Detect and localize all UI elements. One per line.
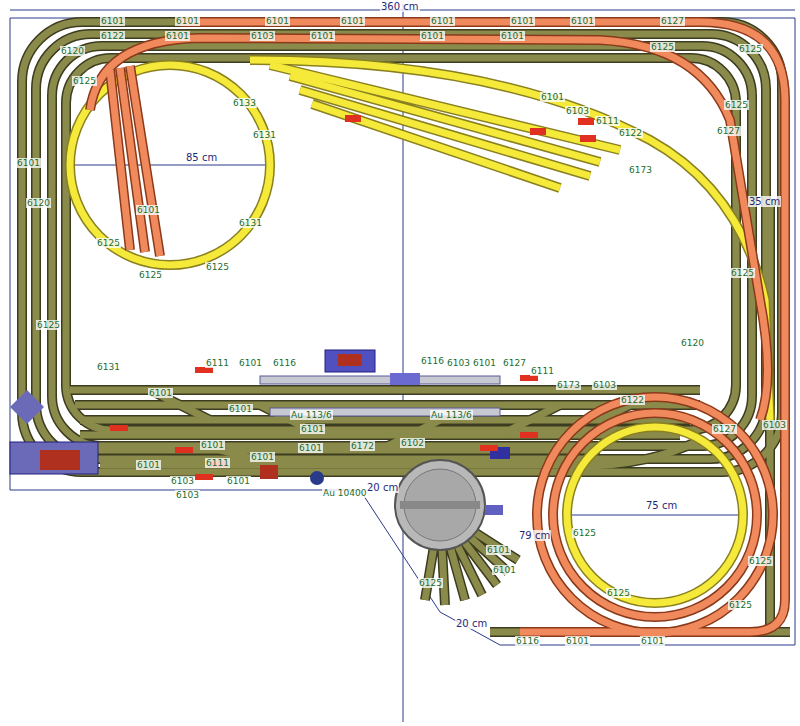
track-label: Au 10400 [322,488,367,498]
track-label: 6101 [136,460,161,470]
track-label: 6101 [226,476,251,486]
track-label: Au 113/6 [430,410,473,420]
track-label: 6131 [96,362,121,372]
track-label: 6125 [138,270,163,280]
track-label: 6103 [592,380,617,390]
track-label: 6101 [200,440,225,450]
track-label: 6120 [60,46,85,56]
track-label: 6125 [724,100,749,110]
track-label: 6172 [350,441,375,451]
track-label: 6101 [420,31,445,41]
dimension-label: 360 cm [380,1,420,12]
track-label: 6116 [272,358,297,368]
track-label: 6101 [540,92,565,102]
track-label: 6125 [748,556,773,566]
track-label: 6111 [530,366,555,376]
track-label: 6125 [730,268,755,278]
track-label: 6127 [660,16,685,26]
track-label: 6101 [492,565,517,575]
track-label: 6101 [100,16,125,26]
track-label: 6125 [96,238,121,248]
track-label: 6173 [556,380,581,390]
track-label: 6103 [762,420,787,430]
track-label: 6131 [252,130,277,140]
track-label: 6122 [618,128,643,138]
track-label: 6101 [298,443,323,453]
track-label: 6101 [310,31,335,41]
track-label: 6127 [716,126,741,136]
track-label: 6101 [565,636,590,646]
track-label: 6173 [628,165,653,175]
track-label: 6101 [165,31,190,41]
track-label: 6103 [446,358,471,368]
track-label: 6101 [486,545,511,555]
track-label: 6111 [205,358,230,368]
dimension-label: 35 cm [748,196,781,207]
track-label: 6101 [175,16,200,26]
track-label: 6103 [565,106,590,116]
track-label: Au 113/6 [290,410,333,420]
track-label: 6125 [572,528,597,538]
track-label: 6101 [340,16,365,26]
track-label: 6125 [606,588,631,598]
dimension-label: 79 cm [518,530,551,541]
track-label: 6101 [570,16,595,26]
track-label: 6127 [502,358,527,368]
track-label: 6127 [712,424,737,434]
track-label: 6101 [510,16,535,26]
track-label: 6101 [300,424,325,434]
track-label: 6116 [515,636,540,646]
dimension-label: 75 cm [645,500,678,511]
track-label: 6101 [472,358,497,368]
track-label: 6101 [136,205,161,215]
track-label: 6102 [400,438,425,448]
dimension-label: 85 cm [185,152,218,163]
track-label: 6116 [420,356,445,366]
track-label: 6120 [26,198,51,208]
track-label: 6103 [170,476,195,486]
track-label: 6103 [175,490,200,500]
track-label: 6101 [500,31,525,41]
track-label: 6101 [238,358,263,368]
track-label: 6111 [595,116,620,126]
track-label: 6125 [728,600,753,610]
track-label: 6101 [640,636,665,646]
track-label: 6101 [16,158,41,168]
track-label: 6125 [72,76,97,86]
dimension-label: 20 cm [455,618,488,629]
track-label: 6125 [36,320,61,330]
track-label: 6125 [738,44,763,54]
track-label: 6120 [680,338,705,348]
track-label: 6125 [205,262,230,272]
track-label: 6101 [250,452,275,462]
track-label: 6133 [232,98,257,108]
track-label: 6131 [238,218,263,228]
track-label: 6122 [620,395,645,405]
dimension-label: 20 cm [366,482,399,493]
track-label: 6125 [650,42,675,52]
track-label: 6103 [250,31,275,41]
track-label: 6101 [430,16,455,26]
track-label: 6125 [418,578,443,588]
track-label: 6101 [265,16,290,26]
track-label: 6101 [148,388,173,398]
track-label: 6111 [205,458,230,468]
track-label: 6122 [100,31,125,41]
track-label: 6101 [228,404,253,414]
